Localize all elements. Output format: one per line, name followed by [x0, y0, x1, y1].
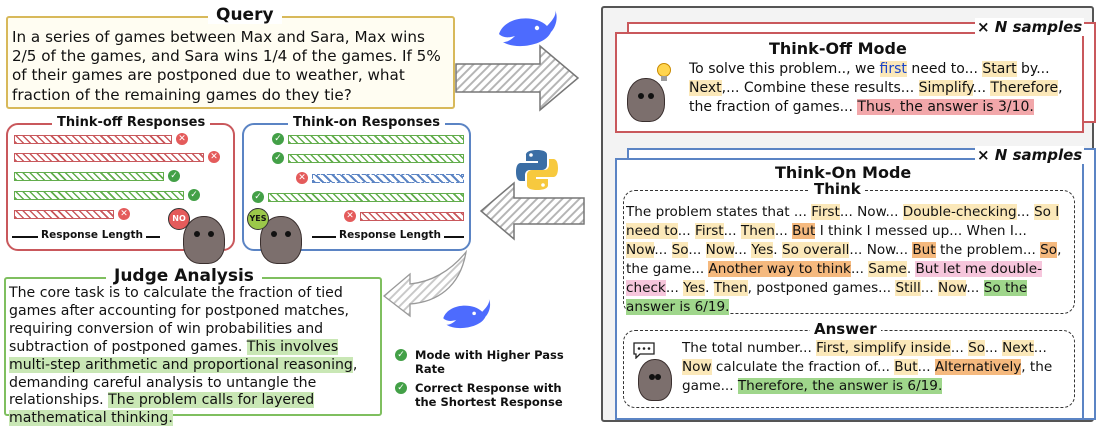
wrong-mark-icon: ✕: [176, 133, 188, 145]
sampling-panel: Think-Off Mode × N samples To solve this…: [601, 6, 1096, 422]
n-samples-label: × N samples: [975, 146, 1085, 164]
arrow-right-icon: [455, 44, 580, 112]
wrong-mark-icon: ✕: [208, 151, 220, 163]
think-on-mode-title: Think-On Mode: [775, 163, 912, 182]
think-title: Think: [810, 180, 865, 198]
think-off-mode-title: Think-Off Mode: [769, 39, 907, 58]
response-bar: [312, 174, 464, 183]
answer-title: Answer: [810, 320, 881, 338]
judge-analysis-title: Judge Analysis: [106, 267, 262, 285]
check-mark-icon: ✓: [188, 189, 200, 201]
answer-box: Answer The total number... First, simpli…: [623, 320, 1075, 408]
think-on-mode-card: Think-On Mode × N samples Think The prob…: [615, 146, 1085, 420]
check-mark-icon: ✓: [272, 133, 284, 145]
judge-analysis-text: The core task is to calculate the fracti…: [9, 285, 358, 427]
response-bar: [14, 191, 184, 200]
wrong-mark-icon: ✕: [344, 210, 356, 222]
response-bar: [14, 153, 204, 162]
think-box: Think The problem states that ... First.…: [623, 180, 1075, 315]
curved-arrow-icon: [382, 249, 468, 318]
n-samples-label: × N samples: [975, 18, 1085, 36]
think-off-mode-text: To solve this problem.., we first need t…: [689, 61, 1063, 115]
hippo-mascot-icon: [638, 359, 672, 401]
legend-item-higher-pass-rate: ✓ Mode with Higher Pass Rate: [395, 348, 595, 376]
speech-bubble-icon: [633, 342, 655, 359]
deepseek-whale-icon-small: [443, 298, 491, 329]
query-title: Query: [208, 6, 282, 24]
think-on-responses-box: Think-on Responses ✓ ✓ ✕ ✓ ✕ Response Le…: [242, 115, 471, 251]
check-mark-icon: ✓: [168, 170, 180, 182]
legend-item-shortest-correct: ✓ Correct Response with the Shortest Res…: [395, 381, 585, 409]
deepseek-whale-icon: [499, 10, 557, 47]
arrow-left-icon: [479, 181, 585, 241]
query-text: In a series of games between Max and Sar…: [12, 28, 441, 104]
wrong-mark-icon: ✕: [296, 172, 308, 184]
response-bar: [268, 193, 464, 202]
hippo-mascot-icon: [183, 216, 225, 264]
answer-text: The total number... First, simplify insi…: [682, 340, 1053, 394]
response-bar: [14, 172, 164, 181]
check-mark-icon: ✓: [395, 382, 407, 394]
judge-analysis-box: Judge Analysis The core task is to calcu…: [4, 267, 382, 427]
yes-sign-icon: YES: [247, 208, 269, 230]
think-on-responses-title: Think-on Responses: [288, 115, 445, 131]
legend: ✓ Mode with Higher Pass Rate ✓ Correct R…: [395, 348, 595, 414]
check-mark-icon: ✓: [395, 349, 407, 361]
python-icon: [516, 150, 558, 190]
response-bar: [14, 210, 114, 219]
response-length-label: Response Length: [38, 229, 146, 241]
check-mark-icon: ✓: [252, 191, 264, 203]
think-off-mode-card: Think-Off Mode × N samples To solve this…: [615, 18, 1085, 133]
hippo-mascot-icon: [627, 78, 665, 122]
no-sign-icon: NO: [168, 208, 190, 230]
response-bar: [14, 135, 172, 144]
response-bar: [360, 212, 464, 221]
lightbulb-icon: [657, 63, 671, 81]
response-length-label: Response Length: [336, 229, 444, 241]
response-bar: [288, 154, 464, 163]
think-off-responses-box: Think-off Responses ✕ ✕ ✓ ✓ ✕ Response L…: [6, 115, 235, 251]
check-mark-icon: ✓: [272, 152, 284, 164]
think-off-responses-title: Think-off Responses: [52, 115, 211, 131]
query-box: Query In a series of games between Max a…: [6, 6, 455, 109]
response-bar: [288, 135, 464, 144]
think-text: The problem states that ... First... Now…: [626, 204, 1062, 315]
wrong-mark-icon: ✕: [118, 208, 130, 220]
